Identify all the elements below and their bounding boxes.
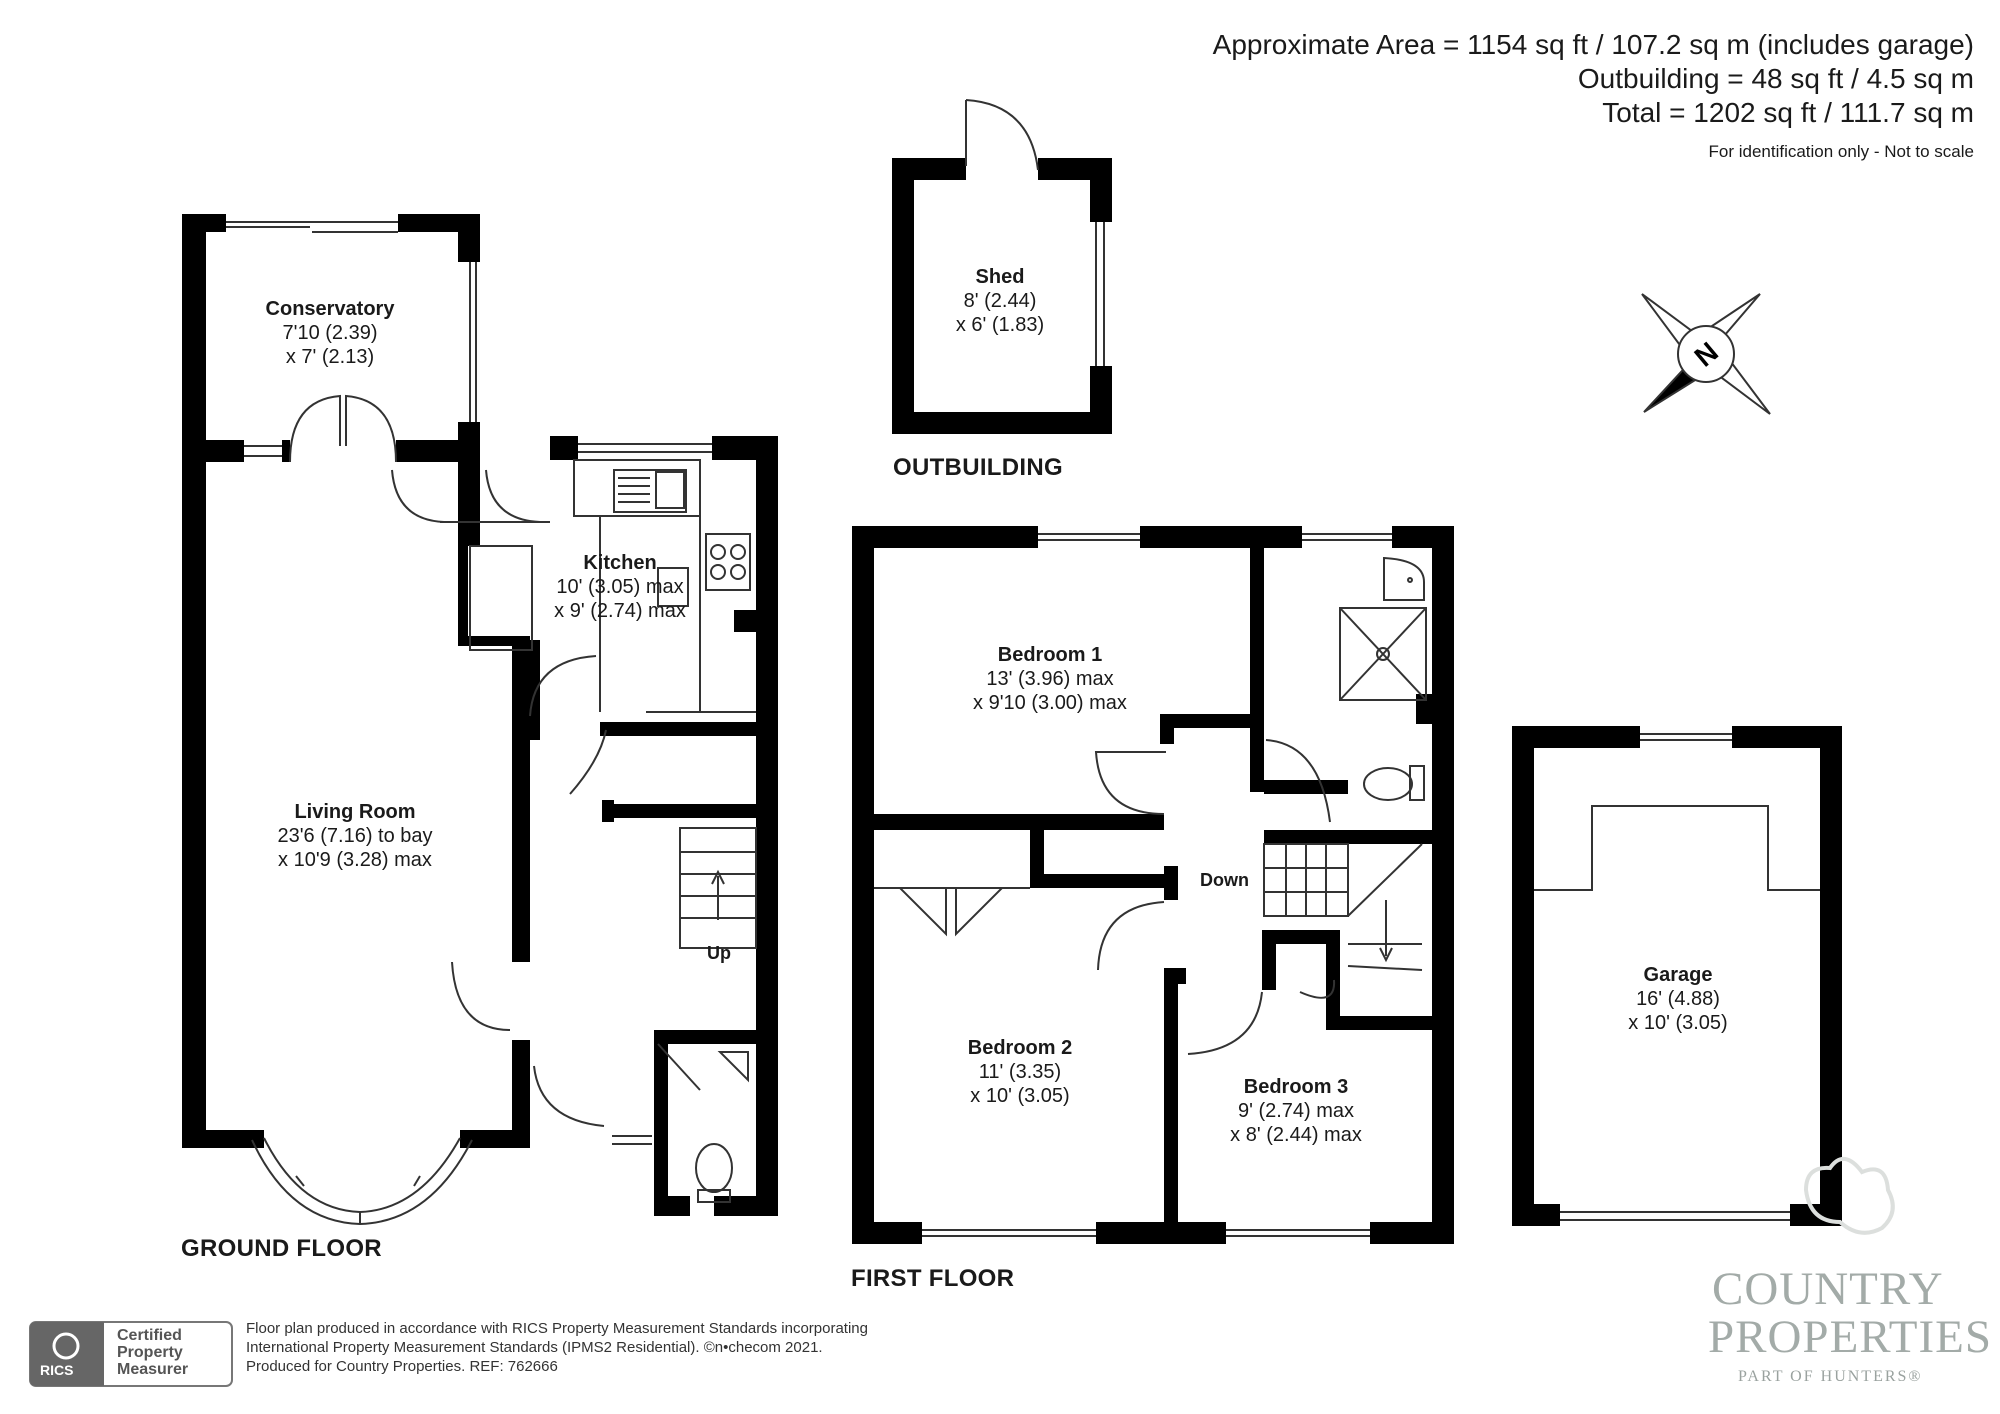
room-dimension: 11' (3.35) xyxy=(978,1061,1062,1083)
room-label-bedroom-2: Bedroom 2 11' (3.35) x 10' (3.05) xyxy=(920,1036,1120,1108)
room-dimension: 8' (2.44) xyxy=(963,290,1037,312)
total-area-text: Total = 1202 sq ft / 111.7 sq m xyxy=(1602,97,1974,128)
room-dimension: 23'6 (7.16) to bay xyxy=(277,825,433,847)
stairs-up-label: Up xyxy=(707,943,731,963)
footer-line: Produced for Country Properties. REF: 76… xyxy=(246,1358,558,1375)
outbuilding-walls xyxy=(892,158,1112,434)
certified-property-measurer-text: Certified Property Measurer xyxy=(117,1327,188,1378)
first-floor-title: FIRST FLOOR xyxy=(851,1265,1015,1292)
rics-badge-icon xyxy=(29,1321,233,1387)
room-dimension: x 7' (2.13) xyxy=(285,346,375,368)
room-dimension: x 6' (1.83) xyxy=(955,314,1045,336)
room-label-living-room: Living Room 23'6 (7.16) to bay x 10'9 (3… xyxy=(230,800,480,872)
ground-floor-title: GROUND FLOOR xyxy=(181,1235,382,1262)
room-label-bedroom-1: Bedroom 1 13' (3.96) max x 9'10 (3.00) m… xyxy=(930,643,1170,715)
rics-logo-text: RICS xyxy=(40,1362,74,1378)
ground-floor-walls xyxy=(182,214,778,1216)
room-name: Kitchen xyxy=(583,552,657,574)
compass-north-icon: N xyxy=(1641,293,1771,415)
brand-tagline: PART OF HUNTERS® xyxy=(1738,1368,1923,1385)
room-dimension: 10' (3.05) max xyxy=(556,576,684,598)
outbuilding-openings xyxy=(965,99,1105,366)
room-dimension: 13' (3.96) max xyxy=(986,668,1114,690)
cert-line: Certified xyxy=(117,1327,182,1344)
room-label-garage: Garage 16' (4.88) x 10' (3.05) xyxy=(1588,963,1768,1035)
brand-name-line-1: COUNTRY xyxy=(1712,1263,1944,1315)
footer-line: International Property Measurement Stand… xyxy=(246,1339,823,1356)
room-label-shed: Shed 8' (2.44) x 6' (1.83) xyxy=(930,265,1070,337)
room-dimension: 7'10 (2.39) xyxy=(282,322,378,344)
approximate-area-text: Approximate Area = 1154 sq ft / 107.2 sq… xyxy=(1212,29,1974,60)
room-name: Bedroom 2 xyxy=(967,1037,1073,1059)
garage-walls xyxy=(1512,726,1842,1226)
room-dimension: x 8' (2.44) max xyxy=(1230,1124,1362,1146)
identification-note: For identification only - Not to scale xyxy=(1708,142,1974,161)
outbuilding-title: OUTBUILDING xyxy=(893,454,1063,481)
brand-name-line-2: PROPERTIES xyxy=(1708,1311,1993,1363)
room-dimension: x 10' (3.05) xyxy=(970,1085,1070,1107)
room-dimension: 9' (2.74) max xyxy=(1237,1100,1355,1122)
room-name: Bedroom 3 xyxy=(1243,1076,1349,1098)
first-floor-openings xyxy=(874,533,1427,1237)
room-dimension: x 9' (2.74) max xyxy=(554,600,686,622)
room-name: Shed xyxy=(975,266,1025,288)
brand-watermark-icon xyxy=(1803,1157,1895,1235)
room-dimension: x 10' (3.05) xyxy=(1628,1012,1728,1034)
room-name: Garage xyxy=(1643,964,1713,986)
room-dimension: x 9'10 (3.00) max xyxy=(973,692,1127,714)
room-dimension: 16' (4.88) xyxy=(1636,988,1720,1010)
room-label-bedroom-3: Bedroom 3 9' (2.74) max x 8' (2.44) max xyxy=(1196,1075,1396,1147)
room-label-kitchen: Kitchen 10' (3.05) max x 9' (2.74) max xyxy=(530,551,710,623)
footer-line: Floor plan produced in accordance with R… xyxy=(246,1320,868,1337)
first-floor-walls xyxy=(852,526,1454,1244)
ground-floor-openings xyxy=(226,221,757,1226)
garage-openings xyxy=(1534,733,1820,1221)
footer-disclaimer: Floor plan produced in accordance with R… xyxy=(246,1319,868,1376)
outbuilding-area-text: Outbuilding = 48 sq ft / 4.5 sq m xyxy=(1577,63,1974,94)
room-name: Living Room xyxy=(294,801,416,823)
room-name: Bedroom 1 xyxy=(997,644,1103,666)
cert-line: Property xyxy=(117,1344,183,1361)
stairs-down-label: Down xyxy=(1200,870,1249,890)
cert-line: Measurer xyxy=(117,1361,189,1378)
room-dimension: x 10'9 (3.28) max xyxy=(278,849,432,871)
room-name: Conservatory xyxy=(265,298,395,320)
room-label-conservatory: Conservatory 7'10 (2.39) x 7' (2.13) xyxy=(230,297,430,369)
